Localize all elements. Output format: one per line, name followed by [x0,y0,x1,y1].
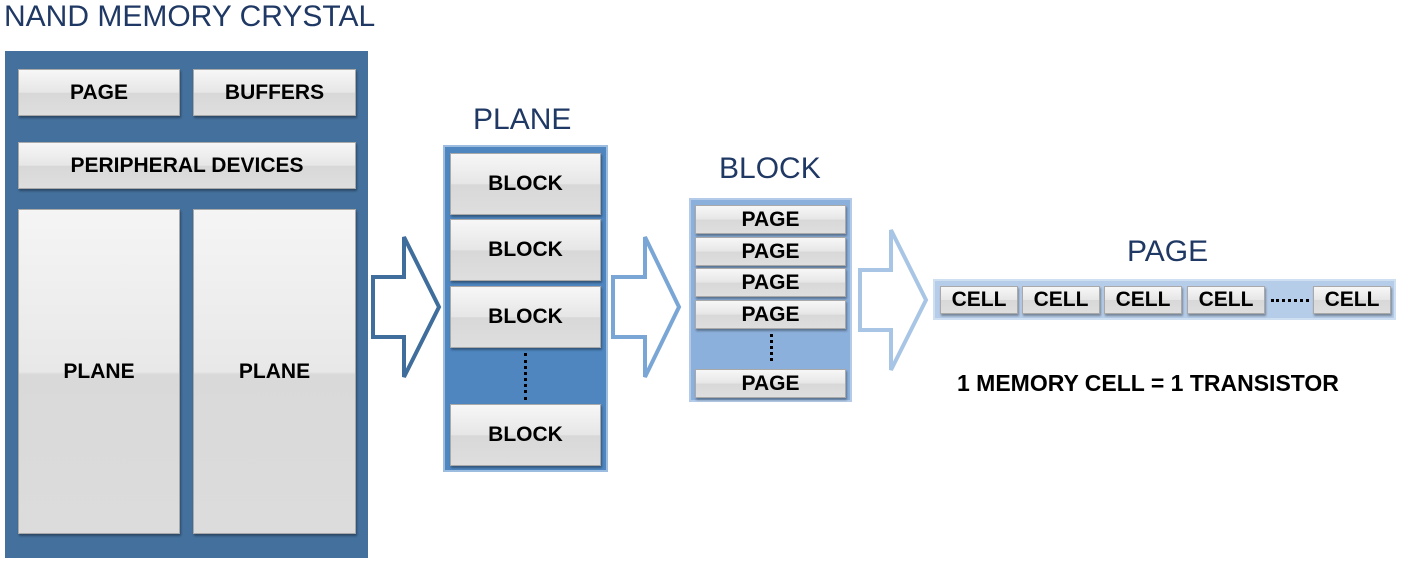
plane-title: PLANE [473,103,572,136]
block-page-box: PAGE [695,268,846,297]
transistor-note: 1 MEMORY CELL = 1 TRANSISTOR [957,370,1339,396]
arrow-right-icon [858,229,929,371]
block-page-box: PAGE [695,237,846,266]
arrow-right-icon [371,236,442,378]
crystal-peripheral-devices-box: PERIPHERAL DEVICES [18,142,356,189]
ellipsis-vertical-icon [524,353,527,400]
block-title: BLOCK [719,152,821,185]
crystal-plane-right-box: PLANE [193,209,356,534]
page-title: PAGE [1127,235,1209,268]
cell-box: CELL [1104,286,1182,314]
cell-box: CELL [1187,286,1265,314]
crystal-title: NAND MEMORY CRYSTAL [4,0,376,33]
crystal-page-box: PAGE [18,69,180,116]
cell-box: CELL [1313,286,1391,314]
plane-block-box: BLOCK [450,404,601,466]
crystal-buffers-box: BUFFERS [193,69,356,116]
ellipsis-horizontal-icon [1271,299,1309,302]
plane-block-box: BLOCK [450,153,601,215]
cell-box: CELL [1022,286,1100,314]
plane-block-box: BLOCK [450,219,601,281]
block-page-box: PAGE [695,300,846,329]
plane-block-box: BLOCK [450,286,601,348]
crystal-plane-left-box: PLANE [18,209,180,534]
ellipsis-vertical-icon [770,334,773,361]
cell-box: CELL [940,286,1018,314]
arrow-right-icon [611,236,682,378]
block-page-box: PAGE [695,369,846,398]
block-page-box: PAGE [695,205,846,234]
